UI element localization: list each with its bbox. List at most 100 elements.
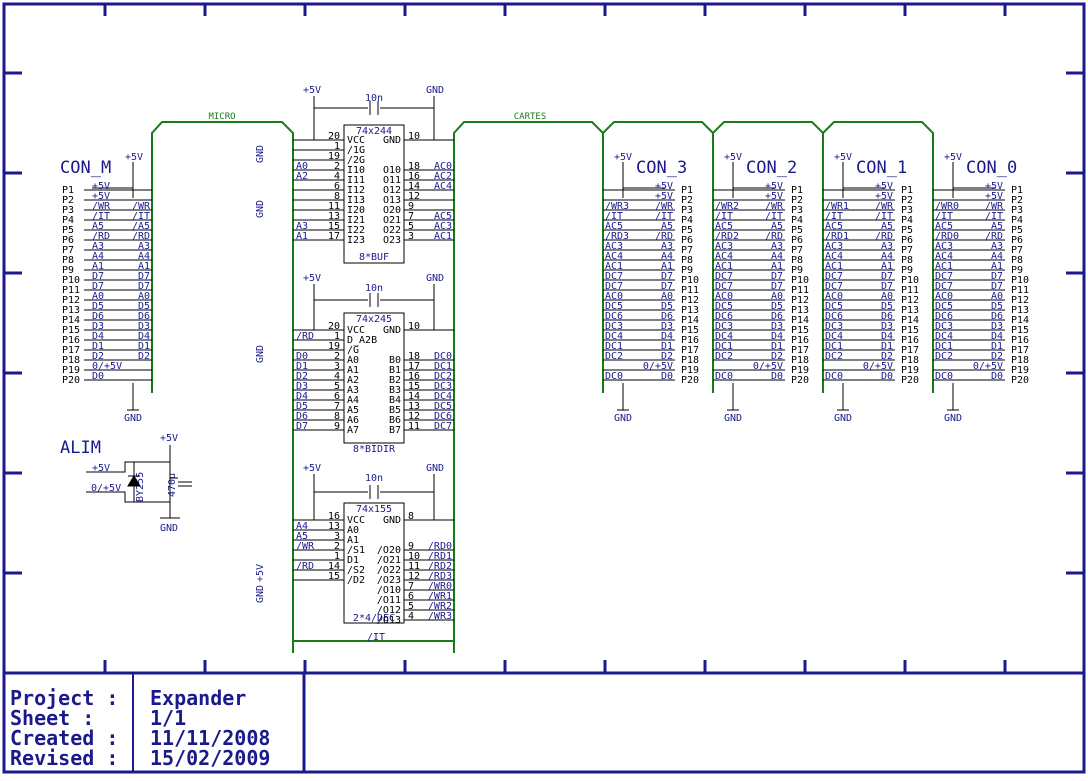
connector-pin-label: P14 bbox=[791, 315, 809, 326]
connector-inner-net: D2 bbox=[661, 351, 673, 362]
connector-inner-net: /RD bbox=[765, 231, 783, 242]
connector-row: P3/WR/WR2 bbox=[713, 201, 803, 216]
connector-pin-label: P8 bbox=[791, 255, 803, 266]
ic2-left-net: D3 bbox=[296, 381, 308, 392]
ic1-pin-name: O10 bbox=[383, 165, 401, 176]
connector-pin-label: P18 bbox=[681, 355, 699, 366]
connector-outer-net: AC4 bbox=[935, 251, 953, 262]
ic3-pin-number: 5 bbox=[408, 601, 414, 612]
ic1-pin-number: 20 bbox=[328, 131, 340, 142]
con-m-outer-net: A4 bbox=[138, 251, 150, 262]
connector-outer-net: AC5 bbox=[825, 221, 843, 232]
connector-row: P1+5V bbox=[823, 181, 913, 196]
ic3-pin-name: /O23 bbox=[377, 575, 401, 586]
border-ticks bbox=[4, 4, 1084, 672]
con-m-pin-label: P9 bbox=[62, 265, 74, 276]
ic3-left-pin: 14/S2/RD bbox=[293, 561, 365, 576]
connector-outer-net: DC4 bbox=[605, 331, 623, 342]
connector-inner-net: D1 bbox=[661, 341, 673, 352]
connector-inner-net: D7 bbox=[771, 271, 783, 282]
connector-outer-net: AC3 bbox=[935, 241, 953, 252]
connector-inner-net: A4 bbox=[991, 251, 1003, 262]
connector-inner-net: D7 bbox=[881, 271, 893, 282]
connector-inner-net: /IT bbox=[655, 211, 673, 222]
ic3-part: 74x155 bbox=[356, 504, 392, 515]
con-m-pin-label: P17 bbox=[62, 345, 80, 356]
connector-pin-label: P18 bbox=[901, 355, 919, 366]
ic1-pin-name: O20 bbox=[383, 205, 401, 216]
ic2-part: 74x245 bbox=[356, 314, 392, 325]
con-m-row: P6/RD/RD bbox=[62, 231, 152, 246]
ic1-pin-name: I20 bbox=[347, 205, 365, 216]
ic2-pin-name: B1 bbox=[389, 365, 401, 376]
connector-pin-label: P11 bbox=[791, 285, 809, 296]
ic1-pin-name: /2G bbox=[347, 155, 365, 166]
bus-it-label: /IT bbox=[367, 632, 385, 643]
connector-pin-label: P17 bbox=[791, 345, 809, 356]
ic1-cap: 10n bbox=[365, 93, 383, 104]
ic1-pin-number: 6 bbox=[334, 181, 340, 192]
connector-outer-net: AC3 bbox=[825, 241, 843, 252]
ic1-pin-number: 14 bbox=[408, 181, 420, 192]
con-m-outer-net: D1 bbox=[138, 341, 150, 352]
connector-outer-net: /WR1 bbox=[825, 201, 849, 212]
bus-micro-label: MICRO bbox=[208, 112, 235, 122]
connector-outer-net: DC7 bbox=[825, 281, 843, 292]
connector-inner-net: D0 bbox=[771, 371, 783, 382]
ic1-pin-name: O21 bbox=[383, 215, 401, 226]
ic1-pin-name: /1G bbox=[347, 145, 365, 156]
ic1-pin-name: O22 bbox=[383, 225, 401, 236]
connector-inner-net: D1 bbox=[991, 341, 1003, 352]
ic3-pin-number: 9 bbox=[408, 541, 414, 552]
ic1-pin-name: O11 bbox=[383, 175, 401, 186]
con-m-inner-net: A4 bbox=[92, 251, 104, 262]
connector-outer-net: /IT bbox=[605, 211, 623, 222]
connector-outer-net: AC1 bbox=[605, 261, 623, 272]
ic1-left-net: A2 bbox=[296, 171, 308, 182]
con-m-pin-label: P14 bbox=[62, 315, 80, 326]
ic1-body bbox=[343, 124, 405, 264]
con-m-outer-net: A1 bbox=[138, 261, 150, 272]
con-m-outer-net: /IT bbox=[132, 211, 150, 222]
connector-inner-net: A0 bbox=[991, 291, 1003, 302]
connector-inner-net: D4 bbox=[991, 331, 1003, 342]
connector-inner-net: D7 bbox=[661, 271, 673, 282]
ic3-cap: 10n bbox=[365, 473, 383, 484]
ic1-pin-number: 13 bbox=[328, 211, 340, 222]
connector-row: P3/WR/WR3 bbox=[603, 201, 693, 216]
connector-con-2: CON_2+5VGNDP1+5VP2+5VP3/WR/WR2P4/IT/ITP5… bbox=[713, 152, 809, 424]
connector-pin-label: P20 bbox=[681, 375, 699, 386]
con-m-inner-net: A3 bbox=[92, 241, 104, 252]
ic2-pin-number: 12 bbox=[408, 411, 420, 422]
connector-row: P6/RD/RD3 bbox=[603, 231, 693, 246]
con-m-inner-net: D2 bbox=[92, 351, 104, 362]
ic3-pin-name: /O13 bbox=[377, 615, 401, 626]
con-m-inner-net: 0/+5V bbox=[92, 361, 122, 372]
ic1-pin-number: 12 bbox=[408, 191, 420, 202]
connector-gnd: GND bbox=[834, 413, 852, 424]
sheet-value: 1/1 bbox=[150, 706, 186, 730]
ic1-pin-number: 9 bbox=[408, 201, 414, 212]
ic3-pin-number: 14 bbox=[328, 561, 340, 572]
connector-inner-net: A1 bbox=[771, 261, 783, 272]
connector-title: CON_3 bbox=[636, 158, 687, 178]
